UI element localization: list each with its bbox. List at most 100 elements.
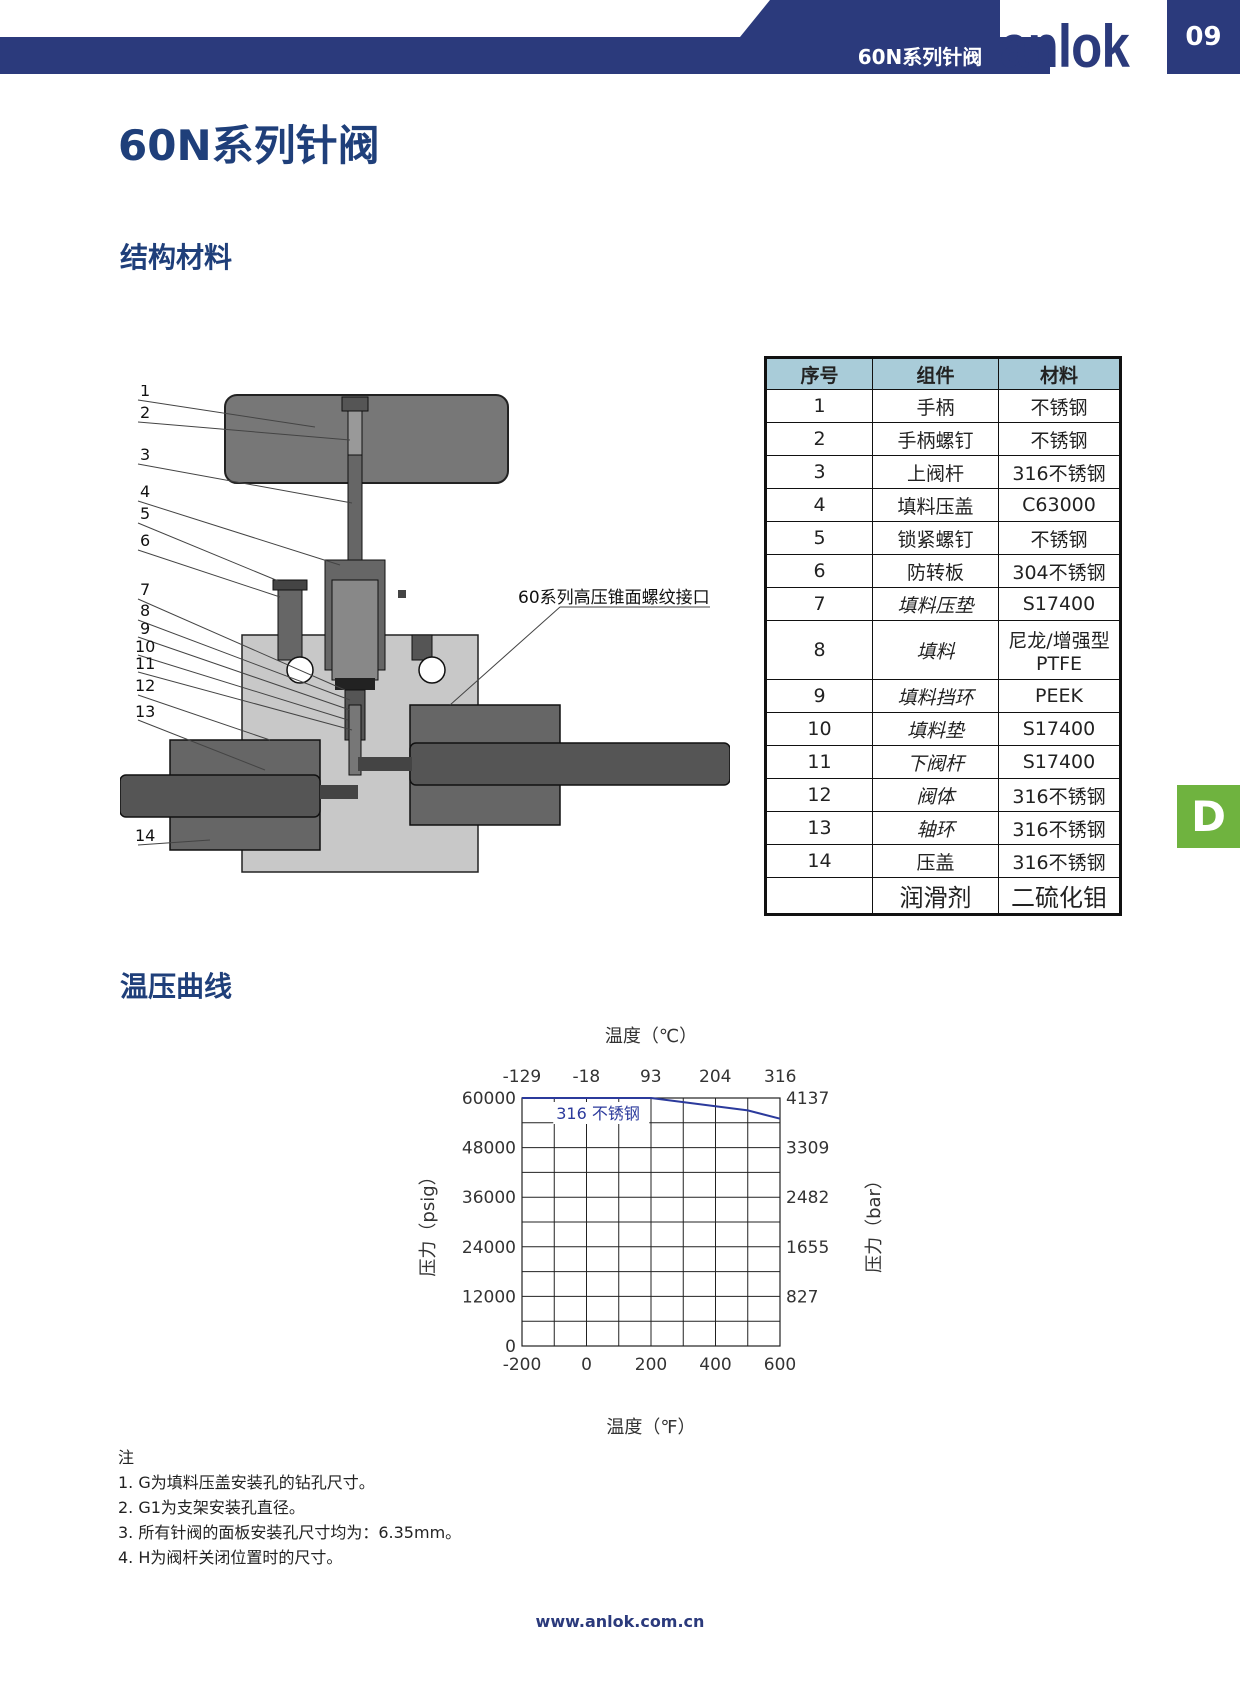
callout-9: 9: [140, 619, 150, 638]
cell-no: 7: [765, 587, 873, 621]
cell-material: 不锈钢: [998, 389, 1121, 423]
cell-no: 5: [765, 521, 873, 555]
chart-series-group: 316 不锈钢: [522, 1097, 781, 1124]
cell-material: 316不锈钢: [998, 778, 1121, 812]
cell-material: 304不锈钢: [998, 554, 1121, 588]
cell-no: 11: [765, 745, 873, 779]
x-top-tick-label: 204: [699, 1067, 731, 1087]
series-label-background: [553, 1102, 650, 1124]
cell-part: 填料垫: [872, 712, 999, 746]
callout-3: 3: [140, 445, 150, 464]
page-number: 09: [1167, 0, 1240, 74]
header-series-title: 60N系列针阀: [857, 45, 983, 69]
cell-part: 锁紧螺钉: [872, 521, 999, 555]
cell-material: S17400: [998, 745, 1121, 779]
notes-heading: 注: [118, 1448, 135, 1467]
x-top-tick-label: 316: [764, 1067, 796, 1087]
cell-part: 手柄螺钉: [872, 422, 999, 456]
note-item: 3. 所有针阀的面板安装孔尺寸均为：6.35mm。: [118, 1523, 462, 1542]
callout-5: 5: [140, 504, 150, 523]
cell-part: 填料挡环: [872, 679, 999, 713]
cell-no: 10: [765, 712, 873, 746]
y-left-tick-label: 24000: [462, 1238, 516, 1258]
cell-material: 不锈钢: [998, 521, 1121, 555]
cell-material: 二硫化钼: [998, 877, 1121, 915]
cell-part: 手柄: [872, 389, 999, 423]
note-item: 4. H为阀杆关闭位置时的尺寸。: [118, 1548, 343, 1567]
brand-logo: anlok: [1000, 13, 1130, 80]
cell-no: 3: [765, 455, 873, 489]
port-label: 60系列高压锥面螺纹接口: [518, 588, 710, 608]
header-part: 组件: [872, 357, 999, 390]
cell-no: 1: [765, 389, 873, 423]
y-left-tick-label: 0: [505, 1337, 516, 1357]
callout-10: 10: [135, 637, 155, 656]
cell-material-line1: 尼龙/增强型: [1008, 629, 1110, 652]
y-left-tick-label: 60000: [462, 1089, 516, 1109]
cell-material: 不锈钢: [998, 422, 1121, 456]
cell-part: 轴环: [872, 811, 999, 845]
cell-part: 上阀杆: [872, 455, 999, 489]
cell-no: 4: [765, 488, 873, 522]
valve-handle: [224, 394, 509, 484]
cell-part: 填料压盖: [872, 488, 999, 522]
callout-2: 2: [140, 403, 150, 422]
callout-numbers: 1 2 3 4 5 6 7 8 9 10 11 12 13 14 60系列高压锥…: [135, 385, 710, 845]
valve-cross-section-diagram: 1 2 3 4 5 6 7 8 9 10 11 12 13 14 60系列高压锥…: [120, 385, 730, 873]
cell-material: S17400: [998, 712, 1121, 746]
cell-part: 阀体: [872, 778, 999, 812]
cell-no: 12: [765, 778, 873, 812]
cell-no: 6: [765, 554, 873, 588]
cell-part: 下阀杆: [872, 745, 999, 779]
callout-11: 11: [135, 654, 155, 673]
chart-grid: [521, 1097, 781, 1347]
callout-1: 1: [140, 385, 150, 400]
series-line: [522, 1097, 781, 1120]
cell-part: 压盖: [872, 844, 999, 878]
y-right-tick-label: 4137: [786, 1089, 829, 1109]
y-left-tick-label: 36000: [462, 1188, 516, 1208]
notes: 注 1. G为填料压盖安装孔的钻孔尺寸。 2. G1为支架安装孔直径。 3. 所…: [118, 1445, 461, 1570]
section-structure-heading: 结构材料: [120, 241, 233, 274]
cell-part: 填料压垫: [872, 587, 999, 621]
footer-website-link[interactable]: www.anlok.com.cn: [535, 1612, 705, 1631]
section-tab-d[interactable]: D: [1177, 785, 1240, 848]
x-bottom-axis-label: 温度（℉）: [606, 1417, 695, 1438]
x-bottom-tick-label: -200: [503, 1355, 542, 1375]
y-left-axis-label: 压力（psig）: [418, 1167, 439, 1276]
cell-no: [765, 877, 873, 915]
cell-no: 9: [765, 679, 873, 713]
y-right-axis-label: 压力（bar）: [864, 1171, 885, 1273]
series-label: 316 不锈钢: [556, 1104, 640, 1123]
x-bottom-tick-label: 400: [699, 1355, 731, 1375]
cell-material: 316不锈钢: [998, 844, 1121, 878]
note-item: 1. G为填料压盖安装孔的钻孔尺寸。: [118, 1473, 375, 1492]
callout-7: 7: [140, 580, 150, 599]
page-title: 60N系列针阀: [118, 121, 380, 170]
callout-14: 14: [135, 826, 155, 845]
x-top-tick-label: 93: [640, 1067, 662, 1087]
y-left-tick-label: 48000: [462, 1139, 516, 1159]
cell-part: 填料: [872, 620, 999, 680]
cell-material: C63000: [998, 488, 1121, 522]
header-material: 材料: [998, 357, 1121, 390]
section-curve-heading: 温压曲线: [120, 970, 233, 1003]
header-bar: [0, 37, 1050, 74]
cell-part: 润滑剂: [872, 877, 999, 915]
cell-material: 316不锈钢: [998, 455, 1121, 489]
table-header-row: 序号 组件 材料: [765, 357, 1121, 390]
table-row: 润滑剂二硫化钼: [765, 877, 1121, 915]
callout-12: 12: [135, 676, 155, 695]
